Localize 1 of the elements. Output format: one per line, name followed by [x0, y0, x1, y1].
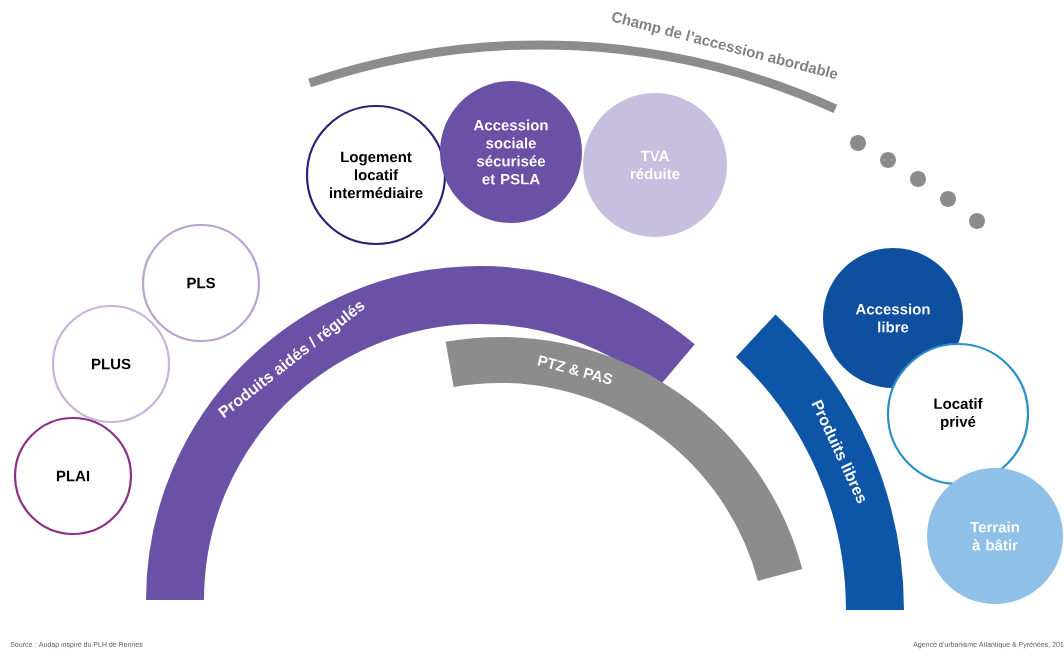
arc-band: PTZ & PAS — [447, 337, 802, 583]
